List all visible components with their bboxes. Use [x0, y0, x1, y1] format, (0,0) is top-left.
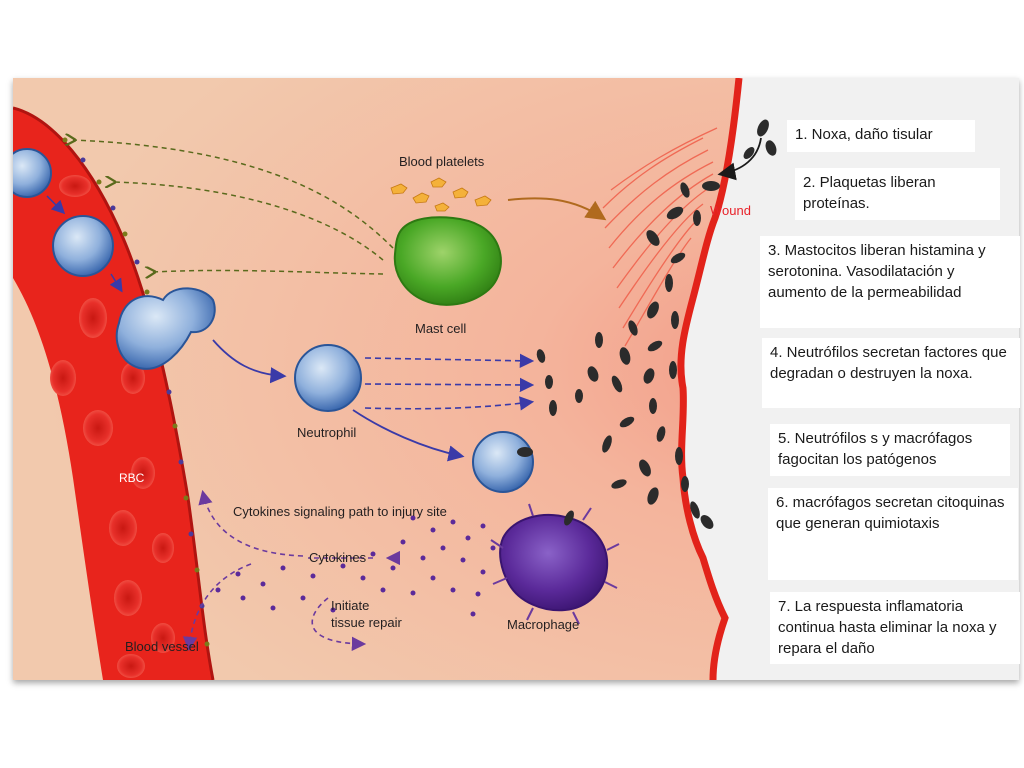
label-tissue-repair: tissue repair: [331, 615, 402, 630]
blood-platelets: [390, 177, 492, 212]
note-step-4: 4. Neutrófilos secretan factores que deg…: [762, 338, 1020, 408]
note-step-1: 1. Noxa, daño tisular: [787, 120, 975, 152]
mast-cell: [393, 216, 502, 306]
red-blood-cells: [50, 175, 175, 678]
note-step-3: 3. Mastocitos liberan histamina y seroto…: [760, 236, 1020, 328]
extravasation-arrow: [212, 339, 287, 384]
neutrophil-cell: [294, 344, 362, 412]
neutrophil-migration-arrow: [352, 409, 465, 462]
cytokine-particles: [215, 515, 496, 617]
note-step-6: 6. macrófagos secretan citoquinas que ge…: [768, 488, 1018, 580]
label-rbc: RBC: [119, 471, 145, 485]
noxa-arrow: [717, 137, 762, 181]
neutrophil-secretion-arrows: [364, 353, 535, 411]
mast-cell-signal-arrows: [73, 140, 394, 274]
label-wound: Wound: [710, 203, 751, 218]
vessel-neutrophils: [13, 148, 216, 370]
engulfed-pathogen: [517, 447, 533, 457]
platelet-arrow: [507, 197, 607, 221]
label-mast-cell: Mast cell: [415, 321, 466, 336]
label-initiate: Initiate: [331, 598, 369, 613]
label-cytokines: Cytokines: [309, 550, 367, 565]
macrophage-cell: [499, 513, 609, 612]
label-cytokines-path: Cytokines signaling path to injury site: [233, 504, 447, 519]
macrophage-projections: [490, 503, 620, 625]
pathogens: [536, 119, 777, 529]
label-blood-vessel: Blood vessel: [125, 639, 199, 654]
label-macrophage: Macrophage: [507, 617, 579, 632]
note-step-5: 5. Neutrófilos s y macrófagos fagocitan …: [770, 424, 1010, 476]
note-step-7: 7. La respuesta inflamatoria continua ha…: [770, 592, 1020, 664]
phagocytic-neutrophil: [472, 431, 534, 493]
note-step-2: 2. Plaquetas liberan proteínas.: [795, 168, 1000, 220]
wound-edge: [677, 78, 743, 680]
cytokine-arrows: [182, 489, 401, 652]
label-blood-platelets: Blood platelets: [399, 154, 485, 169]
label-neutrophil: Neutrophil: [297, 425, 356, 440]
